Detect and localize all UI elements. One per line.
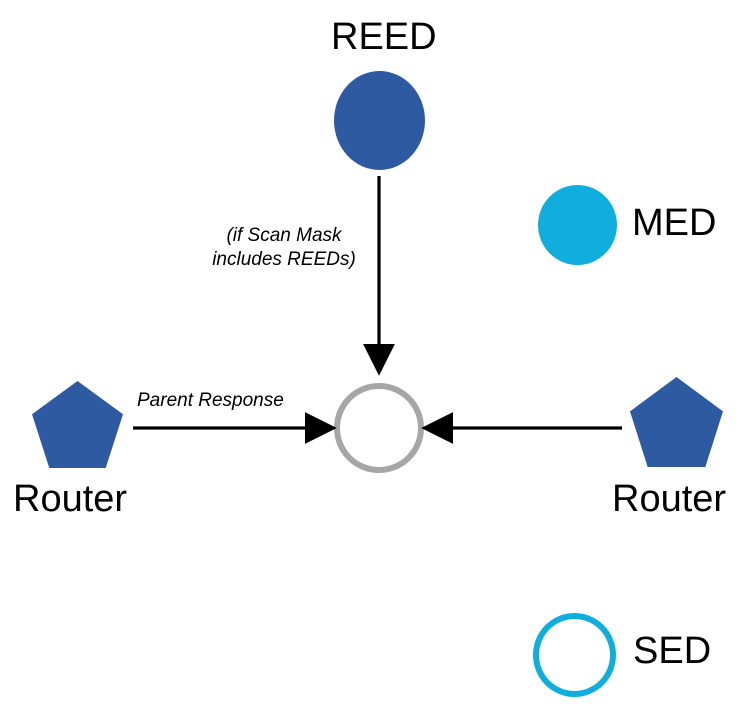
node-reed-circle-icon <box>334 71 425 170</box>
node-router-left-label: Router <box>13 478 128 520</box>
node-sed-hollow-circle-icon <box>533 613 616 697</box>
node-router-left-pentagon-icon <box>32 381 123 468</box>
edge-label-scan-mask-line2: includes REEDs) <box>212 248 356 270</box>
node-med-circle-icon <box>538 185 617 265</box>
node-router-right-pentagon-icon <box>630 377 723 467</box>
edge-label-parent-response: Parent Response <box>137 390 284 411</box>
node-device-under-scan-hollow-circle-icon <box>334 383 424 473</box>
node-router-right-label: Router <box>612 478 727 520</box>
node-reed-label: REED <box>331 16 437 58</box>
node-sed-label: SED <box>633 630 712 672</box>
edge-label-scan-mask-line1: (if Scan Mask <box>226 225 342 246</box>
edge-label-scan-mask: (if Scan Mask includes REEDs) <box>200 224 368 272</box>
node-med-label: MED <box>632 202 717 244</box>
